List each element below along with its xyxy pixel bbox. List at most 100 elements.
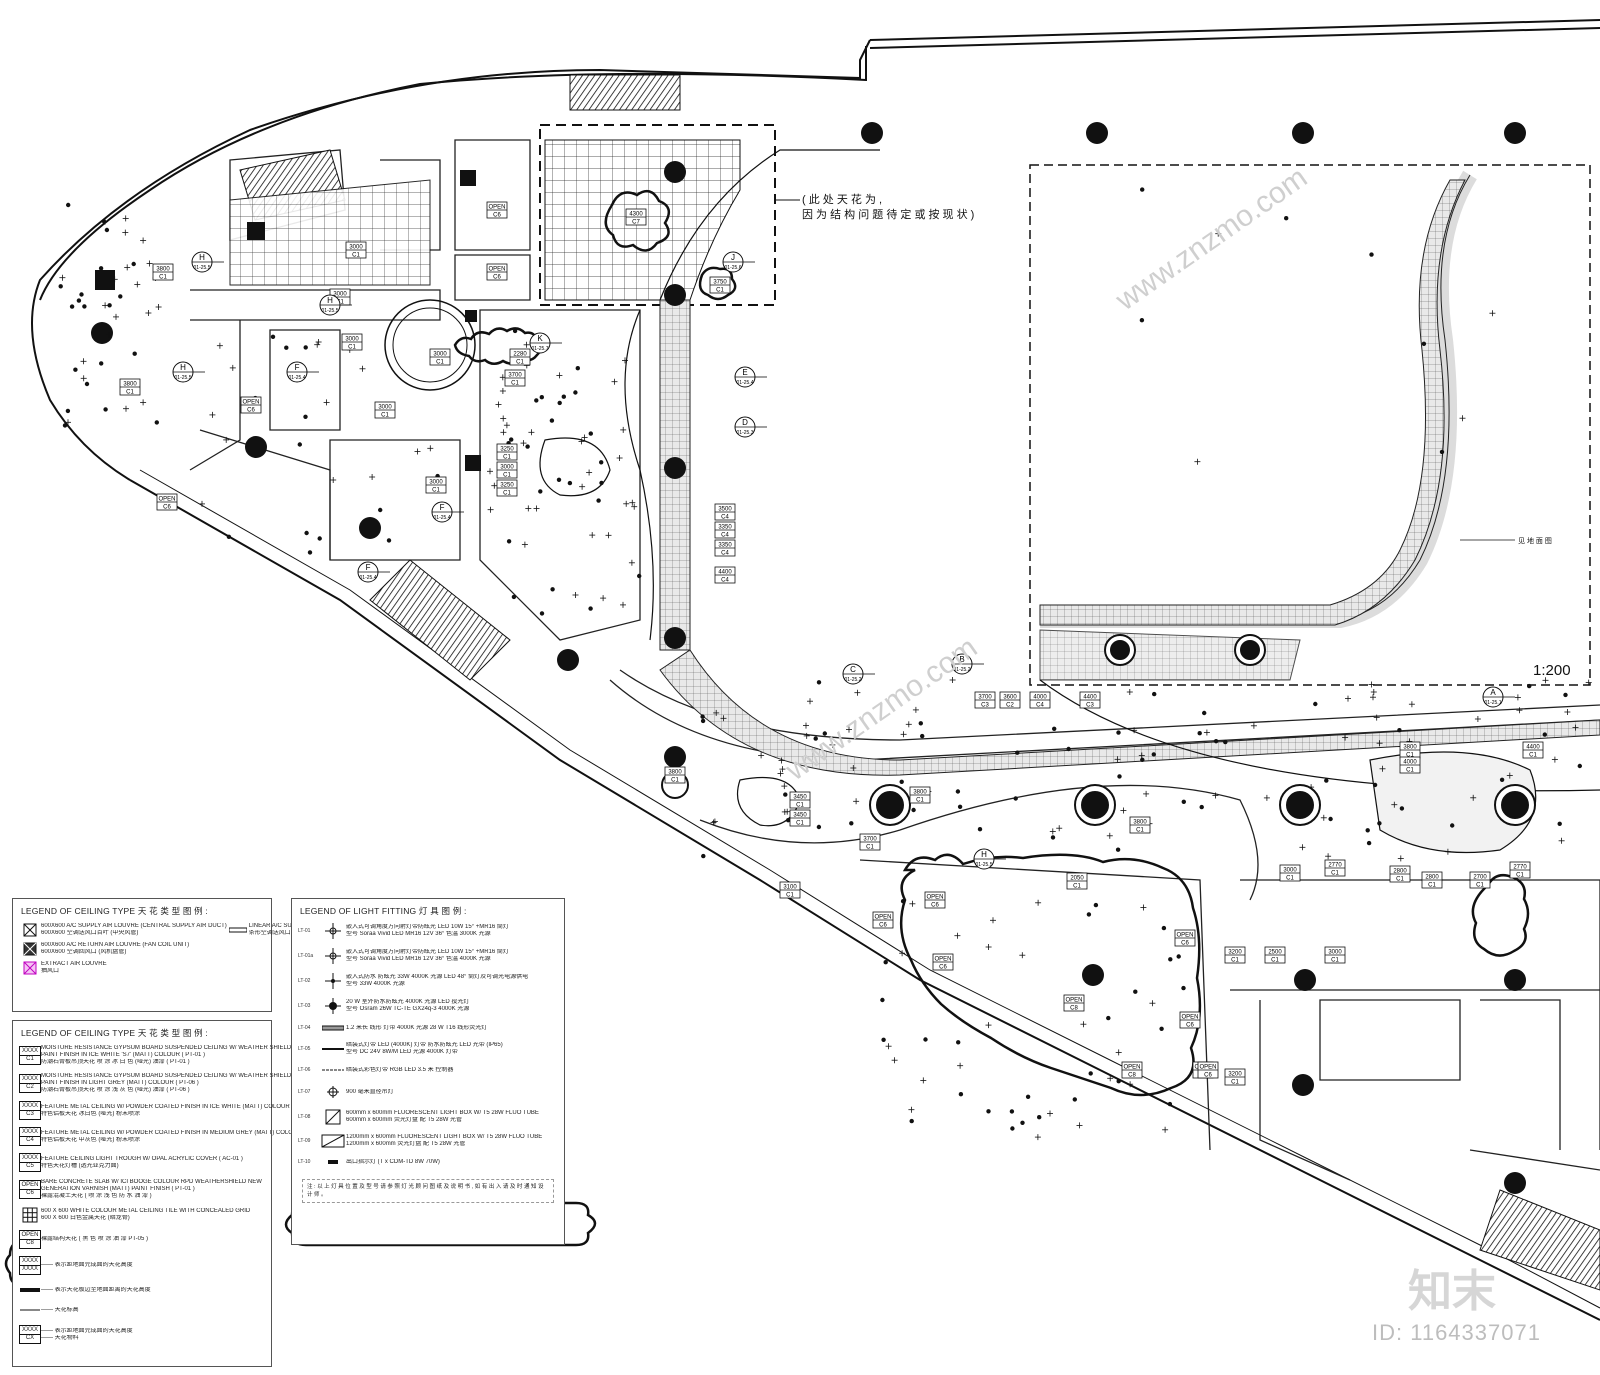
spot-light	[229, 364, 236, 371]
ceiling-type-row: —— 天花标高	[19, 1305, 265, 1315]
spot-light	[829, 741, 836, 748]
downlight	[297, 442, 302, 447]
ceiling-height: 3450	[793, 795, 807, 801]
section-marker: A01-25.1	[1482, 686, 1515, 708]
feature-grid-bands	[659, 179, 1600, 776]
ceiling-type: C1	[126, 390, 134, 396]
spot-light	[1376, 740, 1383, 747]
spot-light	[1107, 1075, 1114, 1082]
downlight	[596, 498, 601, 503]
light-code: LT-01	[298, 928, 311, 934]
ceiling-height: 3000	[378, 405, 392, 411]
legend-text: GENERATION VARNISH (MATT) PAINT FINISH (…	[41, 1186, 195, 1192]
ceiling-height: 2280	[513, 352, 527, 358]
ceiling-height: 3350	[718, 525, 732, 531]
downlight	[304, 530, 309, 536]
downlight	[79, 292, 84, 297]
spot-light	[779, 766, 786, 773]
ceiling-height: 3200	[1228, 1072, 1242, 1078]
ceiling-height: 3350	[718, 543, 732, 549]
spot-light	[912, 706, 919, 713]
section-letter: D	[742, 418, 748, 427]
spot-light	[1408, 701, 1415, 708]
light-code: LT-08	[298, 1114, 311, 1120]
downlight	[1197, 731, 1202, 736]
ceiling-type: C4	[721, 515, 729, 521]
ceiling-type: C1	[1529, 753, 1537, 759]
open-ceiling-tags: OPENC6OPENC6OPENC6OPENC6OPENC6OPENC6OPEN…	[156, 201, 1219, 1079]
downlight	[509, 437, 514, 442]
legend-text: 600 X 600 白色金属天花 (暗龙骨)	[41, 1215, 130, 1221]
downlight	[637, 573, 642, 579]
downlight	[1088, 1071, 1093, 1076]
column	[557, 649, 579, 671]
ceiling-height: 2700	[1473, 875, 1487, 881]
ceiling-type: C1	[436, 360, 444, 366]
spot-light	[900, 731, 907, 738]
downlight	[1366, 840, 1372, 846]
ceiling-height: 3100	[783, 885, 797, 891]
downlight	[98, 266, 104, 271]
spot-light	[985, 1022, 992, 1029]
spot-light	[1263, 794, 1270, 801]
spot-light	[629, 499, 636, 506]
light-code: LT-03	[298, 1003, 311, 1009]
ceiling-height: 2800	[1425, 875, 1439, 881]
tag-code: XXXX	[21, 1103, 38, 1109]
column	[664, 627, 686, 649]
downlight	[525, 444, 530, 449]
tag-type: C4	[20, 1136, 40, 1144]
ceiling-height: 3000	[333, 292, 347, 298]
downlight	[154, 420, 159, 425]
ceiling-type: C1	[1331, 871, 1339, 877]
downlight	[62, 423, 68, 428]
column	[1292, 1074, 1314, 1096]
downlight	[303, 414, 308, 419]
legend-text: 特色天花灯槽 (透光亚克力面)	[41, 1162, 119, 1169]
ceiling-type: C1	[796, 821, 804, 827]
ceiling-type: C4	[721, 578, 729, 584]
callout-note-line-1: ( 此 处 天 花 为 ,	[802, 193, 882, 206]
ceiling-type: C3	[1086, 703, 1094, 709]
downlight	[567, 480, 573, 486]
spot-light	[620, 426, 627, 433]
spot-light	[1506, 772, 1513, 779]
spot-light	[1585, 679, 1592, 686]
spot-light	[1049, 828, 1056, 835]
downlight	[957, 804, 963, 809]
downlight	[101, 219, 107, 224]
downlight	[923, 1037, 928, 1042]
column	[359, 517, 381, 539]
spot-light	[854, 689, 861, 696]
section-letter: B	[959, 655, 964, 664]
downlight	[1159, 1026, 1164, 1032]
ceiling-type: C1	[1476, 883, 1484, 889]
spot-light	[631, 503, 638, 510]
downlight	[226, 534, 232, 539]
downlight	[700, 718, 706, 724]
open-label: OPEN	[934, 957, 951, 963]
open-label: OPEN	[1123, 1065, 1140, 1071]
spot-light	[223, 436, 230, 443]
ceiling-type: C1	[336, 300, 344, 306]
planter-rings	[661, 634, 1536, 826]
section-marker: D01-25.3	[734, 416, 767, 438]
open-label: OPEN	[158, 497, 175, 503]
open-label: OPEN	[242, 400, 259, 406]
light-code: LT-07	[298, 1089, 311, 1095]
spot-light	[80, 375, 87, 382]
legend-ceiling-diffusers: LEGEND OF CEILING TYPE 天 花 类 型 图 例 : 600…	[12, 898, 376, 1012]
